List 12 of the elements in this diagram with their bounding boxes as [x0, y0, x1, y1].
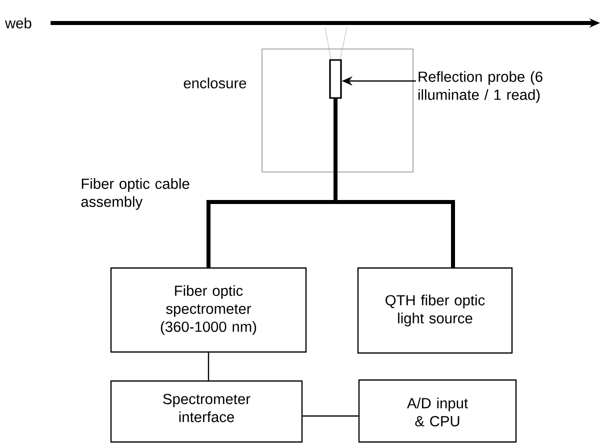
- block-box: A/D input & CPU: [358, 379, 517, 443]
- text-label: web: [4, 18, 32, 28]
- text-label: Reflection probe (6 illuminate / 1 read): [418, 71, 542, 103]
- cable-label: Fiber optic cable assembly: [81, 178, 190, 210]
- block-box: Spectrometer interface: [110, 380, 303, 443]
- probe-symbol: [329, 59, 342, 99]
- enclosure-label: enclosure: [184, 78, 246, 88]
- connector-line: [208, 352, 210, 380]
- block-box: QTH fiber optic light source: [357, 267, 513, 354]
- block-box: Fiber optic spectrometer (360-1000 nm): [110, 267, 307, 353]
- connector-line: [302, 415, 358, 417]
- cable: [334, 98, 455, 268]
